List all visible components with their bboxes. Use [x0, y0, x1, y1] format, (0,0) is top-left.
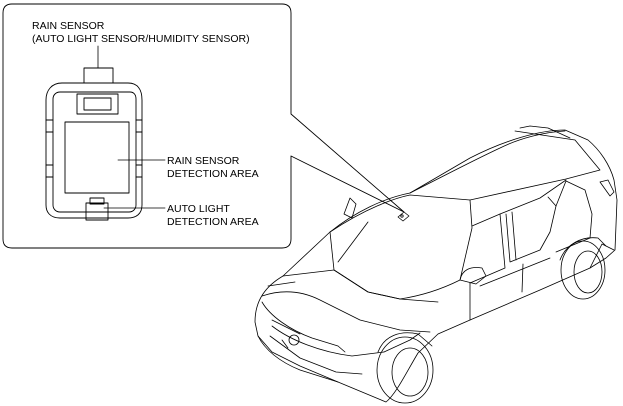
headlight-right: [383, 332, 421, 353]
sensor-housing: [45, 82, 143, 219]
headlight-left: [261, 301, 346, 353]
leader-lines: [97, 45, 166, 209]
sensor-connector: [83, 67, 114, 84]
rain-detection-area-label-2: DETECTION AREA: [167, 168, 259, 180]
front-wheel: [376, 332, 434, 404]
rain-detection-area: [64, 121, 130, 194]
side-mirror: [459, 267, 487, 285]
auto-light-element: [85, 202, 109, 221]
rain-sensor-subtitle-label: (AUTO LIGHT SENSOR/HUMIDITY SENSOR): [32, 33, 250, 45]
callout-box: [2, 3, 405, 249]
windshield: [329, 194, 473, 300]
auto-light-area-label-1: AUTO LIGHT: [167, 203, 230, 215]
rear-wheel: [559, 237, 607, 300]
rain-detection-area-label-1: RAIN SENSOR: [167, 155, 240, 167]
grille: [271, 325, 385, 357]
auto-light-area-label-2: DETECTION AREA: [167, 216, 259, 228]
rain-sensor-drawing: [45, 67, 143, 221]
sensor-location-marker: [397, 211, 410, 222]
vehicle-illustration: [254, 125, 618, 404]
rain-sensor-title-label: RAIN SENSOR: [32, 20, 105, 32]
